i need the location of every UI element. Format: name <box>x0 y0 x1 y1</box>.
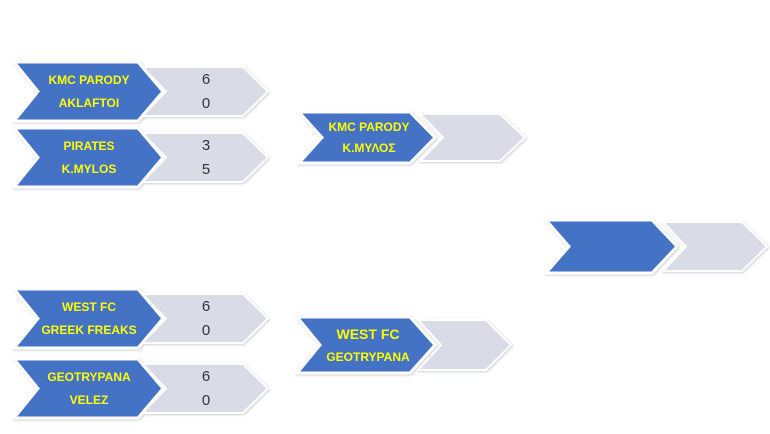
match-semifinal-2: WEST FC GEOTRYPANA <box>293 315 513 375</box>
score-arrow-shape <box>417 113 527 162</box>
score-value: 5 <box>201 161 211 179</box>
team-name: GEOTRYPANA <box>326 350 410 364</box>
match-semifinal-1: KMC PARODY Κ.ΜΥΛΟΣ <box>295 110 527 165</box>
score-value: 3 <box>201 136 211 154</box>
team-name: GREEK FREAKS <box>41 323 137 338</box>
score-arrow-shape <box>139 66 270 117</box>
team-name: VELEZ <box>69 393 109 408</box>
bracket-arrow-graphic <box>10 287 270 350</box>
bracket-arrow-graphic <box>293 315 513 375</box>
score-arrow-shape <box>660 221 769 272</box>
match-quarterfinal-1: KMC PARODY AKLAFTOI 6 0 <box>10 60 270 123</box>
match-final <box>542 218 769 275</box>
winner-arrow-shape <box>295 110 438 165</box>
winner-arrow-shape <box>10 126 165 189</box>
score-arrow-shape <box>415 319 513 371</box>
score-value: 6 <box>201 70 211 88</box>
score-value: 0 <box>201 95 211 113</box>
score-value: 0 <box>201 322 211 340</box>
team-name: PIRATES <box>63 138 115 153</box>
team-name: KMC PARODY <box>48 72 130 87</box>
match-quarterfinal-4: GEOTRYPANA VELEZ 6 0 <box>10 357 270 420</box>
team-name: WEST FC <box>336 326 400 342</box>
team-name: Κ.ΜΥΛΟΣ <box>342 141 396 155</box>
team-name: WEST FC <box>62 299 116 314</box>
winner-arrow-shape <box>10 357 165 420</box>
match-quarterfinal-3: WEST FC GREEK FREAKS 6 0 <box>10 287 270 350</box>
bracket-arrow-graphic <box>542 218 769 275</box>
score-value: 0 <box>201 392 211 410</box>
match-quarterfinal-2: PIRATES K.MYLOS 3 5 <box>10 126 270 189</box>
winner-arrow-shape <box>10 60 165 123</box>
bracket-arrow-graphic <box>10 60 270 123</box>
winner-arrow-shape <box>10 287 165 350</box>
score-value: 6 <box>201 297 211 315</box>
bracket-arrow-graphic <box>10 357 270 420</box>
winner-arrow-shape <box>293 315 438 375</box>
team-name: KMC PARODY <box>328 120 410 134</box>
team-name: GEOTRYPANA <box>47 369 131 384</box>
bracket-arrow-graphic <box>295 110 527 165</box>
score-arrow-shape <box>139 363 270 414</box>
team-name: K.MYLOS <box>61 162 117 177</box>
score-value: 6 <box>201 367 211 385</box>
score-arrow-shape <box>139 293 270 344</box>
team-name: AKLAFTOI <box>58 96 120 111</box>
winner-arrow-shape <box>542 218 680 275</box>
bracket-arrow-graphic <box>10 126 270 189</box>
score-arrow-shape <box>139 132 270 183</box>
